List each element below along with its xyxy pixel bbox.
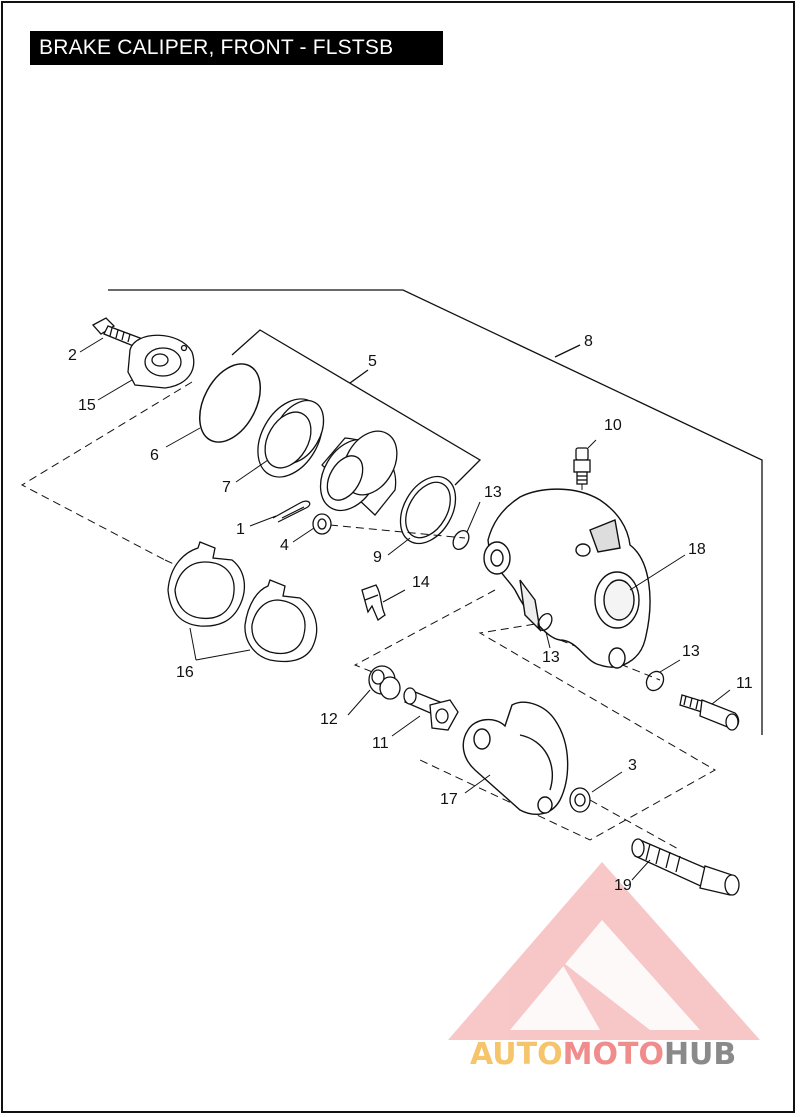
o-ring-part-13c — [645, 670, 665, 692]
bleeder-valve-part-10 — [573, 447, 591, 485]
retaining-ring-part-6 — [198, 363, 262, 443]
pin-part-11b — [679, 694, 740, 731]
bolt-part-2 — [91, 317, 141, 348]
brake-pads-part-16 — [167, 541, 318, 663]
callout-14: 14 — [412, 574, 430, 591]
piston-part-5 — [319, 430, 398, 516]
seal-ring-part-9 — [399, 475, 457, 545]
callout-12: 12 — [320, 711, 338, 728]
bolt-part-19 — [631, 838, 740, 896]
o-ring-part-13a — [452, 530, 470, 550]
bushing-part-12 — [368, 665, 401, 700]
callout-11-right: 11 — [736, 675, 753, 692]
callout-16: 16 — [176, 664, 194, 681]
assembly-brackets — [108, 289, 763, 735]
callout-1: 1 — [236, 521, 245, 538]
callout-2: 2 — [68, 347, 77, 364]
watermark-part-auto: AUTO — [470, 1037, 563, 1072]
callout-15: 15 — [78, 397, 96, 414]
watermark-part-moto: MOTO — [563, 1037, 664, 1072]
caliper-housing-part-18 — [483, 488, 651, 669]
bracket-part-17 — [462, 701, 569, 816]
pin-part-11a — [403, 687, 459, 731]
washer-part-3 — [569, 787, 591, 813]
washer-part-4 — [312, 513, 332, 535]
callout-5: 5 — [368, 353, 377, 370]
leader-lines — [79, 337, 731, 881]
callout-19: 19 — [614, 877, 632, 894]
watermark-logo — [448, 862, 760, 1040]
dust-boot-part-7 — [257, 398, 325, 478]
callout-3: 3 — [628, 757, 637, 774]
callout-4: 4 — [280, 537, 289, 554]
callout-10: 10 — [604, 417, 622, 434]
watermark-wordmark: AUTOMOTOHUB — [470, 1037, 736, 1072]
callout-18: 18 — [688, 541, 706, 558]
callout-17: 17 — [440, 791, 458, 808]
page-title: BRAKE CALIPER, FRONT - FLSTSB — [30, 31, 443, 65]
callout-labels: 2 15 6 7 1 4 9 5 8 10 13 18 14 13 13 11 … — [68, 333, 753, 894]
plate-part-15 — [127, 334, 195, 389]
callout-8: 8 — [584, 333, 593, 350]
o-ring-part-13b — [537, 612, 553, 632]
callout-13-right: 13 — [682, 643, 700, 660]
callout-11-left: 11 — [372, 735, 389, 752]
callout-13-middle: 13 — [542, 649, 560, 666]
pad-spring-part-14 — [361, 584, 386, 621]
clip-pin-part-1 — [272, 500, 311, 523]
watermark-part-hub: HUB — [664, 1037, 736, 1072]
callout-9: 9 — [373, 549, 382, 566]
callout-7: 7 — [222, 479, 231, 496]
callout-13-top: 13 — [484, 484, 502, 501]
callout-6: 6 — [150, 447, 159, 464]
